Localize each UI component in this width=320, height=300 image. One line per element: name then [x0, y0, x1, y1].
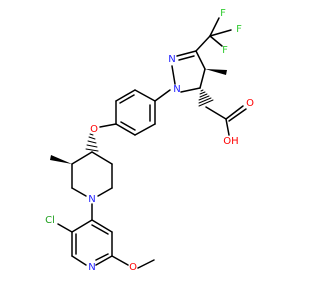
chloro-bond: [57, 223, 73, 233]
ether-hashed-bond: [85, 133, 99, 152]
atom-n1: N: [173, 84, 180, 95]
atom-n-piperidine: N: [88, 194, 95, 205]
atom-cl: Cl: [45, 215, 55, 226]
cf3-group: [209, 17, 232, 47]
piperidine-methyl-wedge: [50, 155, 72, 164]
pyrazoline-ring: [171, 35, 211, 93]
atom-f3: F: [222, 45, 228, 56]
molecule-drawing: F F F N N O OH O N Cl N O: [45, 8, 254, 273]
phenylene-ring: [115, 89, 156, 136]
atom-f1: F: [220, 8, 226, 19]
atom-o-ether: O: [90, 124, 98, 135]
atom-f2: F: [236, 24, 242, 35]
atom-n2: N: [168, 54, 175, 65]
atom-n-pyridine: N: [88, 262, 95, 273]
atom-o-carbonyl: O: [246, 98, 254, 109]
pyridine-ring: [71, 219, 113, 266]
atom-o-methoxy: O: [129, 262, 137, 273]
n1-phenyl-bond: [154, 89, 171, 102]
acetic-acid-chain: [205, 105, 247, 136]
c5-hashed-bond: [198, 89, 214, 107]
chemical-structure-canvas: F F F N N O OH O N Cl N O: [45, 8, 255, 273]
atom-oh: OH: [223, 136, 238, 147]
methoxy-group: [111, 255, 155, 269]
piperidine-ring: [71, 151, 113, 197]
c4-methyl-wedge: [205, 69, 227, 75]
phenyl-ether-bond: [99, 123, 117, 128]
